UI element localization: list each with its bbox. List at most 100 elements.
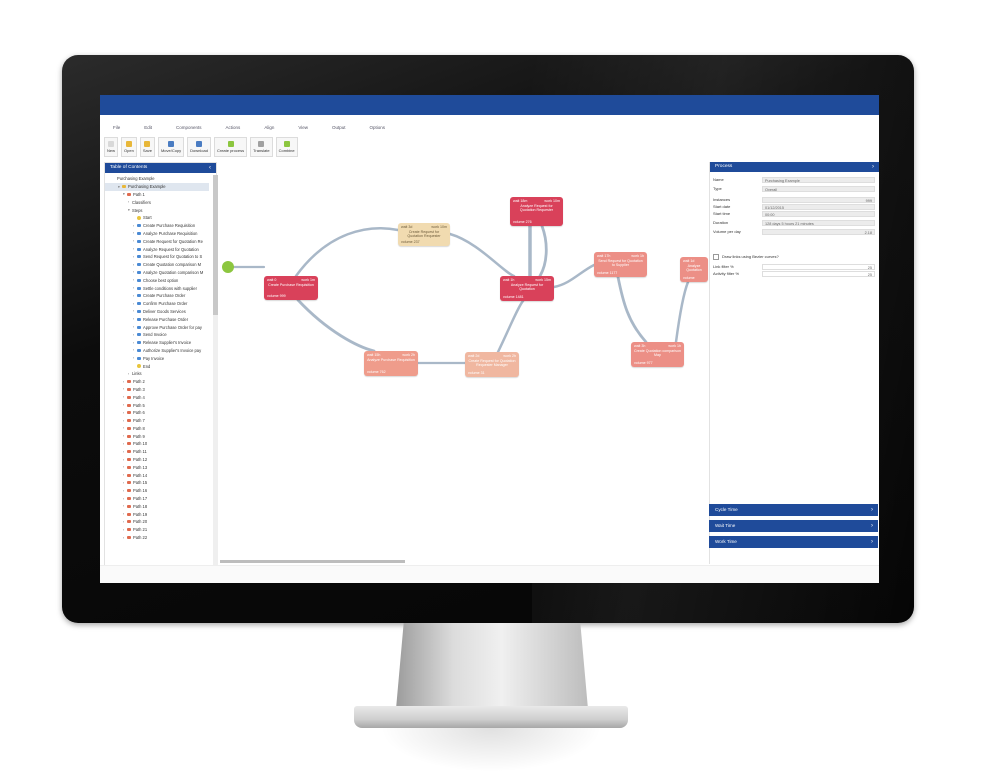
expand-arrow-icon[interactable]: › <box>133 247 135 252</box>
process-link[interactable] <box>538 224 548 278</box>
expand-arrow-icon[interactable]: › <box>123 418 125 423</box>
toc-item[interactable]: Purchasing Example <box>105 175 209 183</box>
toc-item[interactable]: ›Send Invoice <box>105 331 209 339</box>
expand-arrow-icon[interactable]: › <box>123 434 125 439</box>
toc-item[interactable]: ›Analyze Request for Quotation <box>105 245 209 253</box>
property-value[interactable]: 01/12/2015 <box>762 203 875 210</box>
toc-item[interactable]: ›Settle conditions with supplier <box>105 284 209 292</box>
process-header[interactable]: Process › <box>710 162 879 172</box>
expand-arrow-icon[interactable]: › <box>123 519 125 524</box>
collapse-left-icon[interactable]: ‹ <box>209 165 211 171</box>
menu-actions[interactable]: Actions <box>225 125 241 130</box>
property-value[interactable]: Overall <box>762 185 875 192</box>
menu-align[interactable]: Align <box>264 125 275 130</box>
expand-arrow-icon[interactable]: › <box>133 317 135 322</box>
toc-item[interactable]: ›Path 8 <box>105 425 209 433</box>
expand-arrow-icon[interactable]: › <box>133 239 135 244</box>
toc-item[interactable]: Start <box>105 214 209 222</box>
toc-item[interactable]: ›Path 2 <box>105 378 209 386</box>
toc-item[interactable]: ›Pay Invoice <box>105 354 209 362</box>
expand-arrow-icon[interactable]: › <box>123 480 125 485</box>
expand-arrow-icon[interactable]: › <box>123 457 125 462</box>
cycle-time-accordion[interactable]: Cycle Time› <box>709 504 878 516</box>
process-link[interactable] <box>616 275 648 344</box>
property-value[interactable]: 00:00 <box>762 210 875 217</box>
toc-item[interactable]: ›Confirm Purchase Order <box>105 300 209 308</box>
expand-arrow-icon[interactable]: › <box>123 473 125 478</box>
property-value[interactable]: 128 days 5 hours 21 minutes <box>762 219 875 226</box>
toolbar-button-3[interactable]: Move/Copy <box>157 137 185 157</box>
toc-item[interactable]: ›Path 4 <box>105 393 209 401</box>
expand-arrow-icon[interactable]: › <box>123 403 125 407</box>
property-value[interactable]: Purchasing Example <box>762 176 875 183</box>
toc-item[interactable]: ›Approve Purchase Order for pay <box>105 323 209 331</box>
wait-time-accordion[interactable]: Wait Time› <box>709 520 878 532</box>
expand-arrow-icon[interactable]: › <box>133 332 135 337</box>
process-link[interactable] <box>448 232 516 278</box>
menu-view[interactable]: View <box>298 125 309 130</box>
toc-item[interactable]: ›Path 13 <box>105 463 209 471</box>
toolbar-button-5[interactable]: Create process <box>213 137 248 157</box>
process-link[interactable] <box>552 263 596 289</box>
toc-item[interactable]: ▾Path 1 <box>105 191 209 199</box>
toc-item[interactable]: ›Path 6 <box>105 409 209 417</box>
toolbar-button-6[interactable]: Translate <box>250 137 273 157</box>
menu-components[interactable]: Components <box>176 125 202 130</box>
toc-scroll-thumb[interactable] <box>213 175 218 315</box>
bezier-checkbox[interactable] <box>713 253 719 260</box>
expand-arrow-icon[interactable]: › <box>123 410 125 415</box>
expand-arrow-icon[interactable]: › <box>133 223 135 228</box>
chevron-right-icon[interactable]: › <box>872 164 874 170</box>
work-time-accordion[interactable]: Work Time› <box>709 536 878 548</box>
expand-arrow-icon[interactable]: › <box>133 262 135 267</box>
toc-item[interactable]: ›Authorize Supplier's Invoice pay <box>105 347 209 355</box>
menu-file[interactable]: File <box>113 125 121 130</box>
menu-output[interactable]: Output <box>332 125 346 130</box>
toc-item[interactable]: ›Path 11 <box>105 448 209 456</box>
expand-arrow-icon[interactable]: › <box>123 387 125 392</box>
toc-item[interactable]: ›Create Quotation comparison M <box>105 261 209 269</box>
expand-arrow-icon[interactable]: › <box>123 441 125 446</box>
expand-arrow-icon[interactable]: › <box>128 371 130 376</box>
expand-arrow-icon[interactable]: › <box>133 325 135 330</box>
toc-item[interactable]: ›Classifiers <box>105 198 209 206</box>
toc-item[interactable]: ›Path 16 <box>105 487 209 495</box>
process-link[interactable] <box>674 280 690 344</box>
toc-item[interactable]: ›Analyze Quotation comparison M <box>105 269 209 277</box>
process-link[interactable] <box>496 299 525 354</box>
toolbar-button-1[interactable]: Open <box>121 137 137 157</box>
toolbar-button-2[interactable]: Save <box>139 137 155 157</box>
expand-arrow-icon[interactable]: › <box>123 395 125 400</box>
menu-edit[interactable]: Edit <box>144 125 153 130</box>
bezier-option[interactable]: Draw links using Bezier curves? <box>713 253 779 260</box>
toc-item[interactable]: ›Path 14 <box>105 471 209 479</box>
expand-arrow-icon[interactable]: › <box>133 340 135 345</box>
expand-arrow-icon[interactable]: › <box>128 200 130 205</box>
menu-options[interactable]: Options <box>369 125 386 130</box>
expand-arrow-icon[interactable]: › <box>133 270 135 275</box>
expand-arrow-icon[interactable]: › <box>133 301 135 306</box>
toc-item[interactable]: ›Create Purchase Requisition <box>105 222 209 230</box>
activity-filter-input[interactable]: 25 <box>762 270 875 277</box>
process-link[interactable] <box>294 227 400 278</box>
expand-arrow-icon[interactable]: › <box>133 348 135 353</box>
expand-arrow-icon[interactable]: › <box>133 286 135 291</box>
toc-item[interactable]: ▾Purchasing Example <box>105 182 209 191</box>
expand-arrow-icon[interactable]: › <box>123 426 125 431</box>
toc-item[interactable]: ›Path 18 <box>105 502 209 510</box>
toc-item[interactable]: ›Send Request for Quotation to S <box>105 253 209 261</box>
toc-item[interactable]: ›Path 19 <box>105 510 209 518</box>
toc-item[interactable]: ›Path 12 <box>105 456 209 464</box>
expand-arrow-icon[interactable]: › <box>123 535 125 540</box>
expand-arrow-icon[interactable]: › <box>123 379 125 384</box>
toc-item[interactable]: ›Path 7 <box>105 417 209 425</box>
toolbar-button-4[interactable]: Download <box>187 137 211 157</box>
